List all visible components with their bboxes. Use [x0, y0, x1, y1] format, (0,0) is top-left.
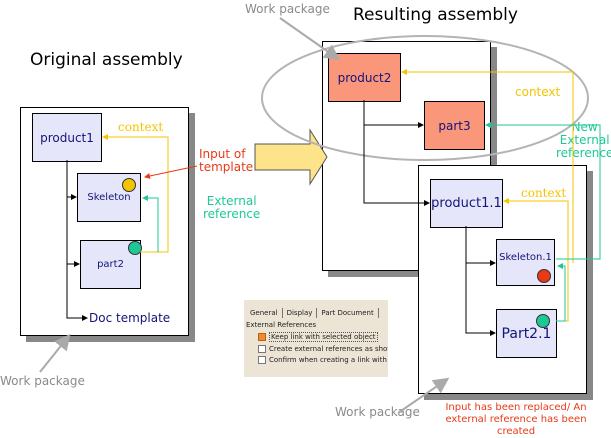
- external-reference-line2: reference: [203, 207, 261, 221]
- option-keep-link-label: Keep link with selected object: [269, 332, 378, 342]
- context-label-result-top: context: [515, 85, 561, 99]
- skeleton-publication-dot: [122, 178, 136, 192]
- work-package-label-original: Work package: [0, 374, 85, 388]
- external-reference-label: External reference: [203, 195, 260, 221]
- option-confirm-link[interactable]: Confirm when creating a link with se: [258, 356, 388, 364]
- context-label-original: context: [118, 120, 164, 134]
- big-yellow-arrow: [254, 128, 328, 186]
- work-package-label-top: Work package: [245, 2, 330, 16]
- option-create-label: Create external references as show: [269, 345, 388, 353]
- checkbox-confirm-link[interactable]: [258, 356, 266, 364]
- part2-reference-dot: [128, 241, 142, 255]
- option-create-external-references[interactable]: Create external references as show: [258, 345, 388, 353]
- original-assembly-title: Original assembly: [30, 50, 183, 70]
- options-tabs: General Display Part Document: [246, 308, 388, 318]
- result-note: Input has been replaced/ An external ref…: [441, 402, 591, 438]
- node-doc-template[interactable]: Doc template: [89, 311, 171, 325]
- option-confirm-label: Confirm when creating a link with se: [269, 356, 388, 364]
- part2-1-reference-dot: [536, 314, 550, 328]
- node-product2[interactable]: product2: [328, 53, 401, 102]
- input-of-template-label: Input of template: [199, 148, 253, 174]
- external-reference-line1: External: [206, 194, 257, 208]
- input-of-template-line1: Input of: [199, 147, 246, 161]
- option-keep-link[interactable]: Keep link with selected object: [258, 332, 388, 342]
- checkbox-create-external-references[interactable]: [258, 345, 266, 353]
- checkbox-keep-link[interactable]: [258, 333, 266, 341]
- new-ext-ref-line3: reference: [556, 146, 611, 160]
- note-line1: Input has been replaced/ An: [445, 402, 587, 413]
- note-line2: external reference has been: [445, 414, 587, 425]
- skeleton1-publication-dot: [537, 269, 551, 283]
- resulting-assembly-title: Resulting assembly: [353, 5, 518, 25]
- tab-display[interactable]: Display: [283, 308, 318, 318]
- tab-part-document[interactable]: Part Document: [317, 308, 379, 318]
- node-product1[interactable]: product1: [32, 113, 102, 162]
- node-product1-1[interactable]: product1.1: [430, 179, 503, 228]
- input-of-template-line2: template: [199, 160, 254, 174]
- new-external-reference-label: New External reference: [556, 121, 611, 160]
- work-package-pointer-original: [39, 333, 71, 373]
- work-package-label-bottom: Work package: [335, 405, 420, 419]
- external-references-group-label: External References: [246, 321, 317, 329]
- node-part3[interactable]: part3: [424, 101, 485, 150]
- context-label-result-inner: context: [521, 186, 567, 200]
- external-references-options-panel: General Display Part Document External R…: [244, 300, 388, 377]
- tab-general[interactable]: General: [246, 308, 283, 318]
- note-line3: created: [496, 426, 536, 437]
